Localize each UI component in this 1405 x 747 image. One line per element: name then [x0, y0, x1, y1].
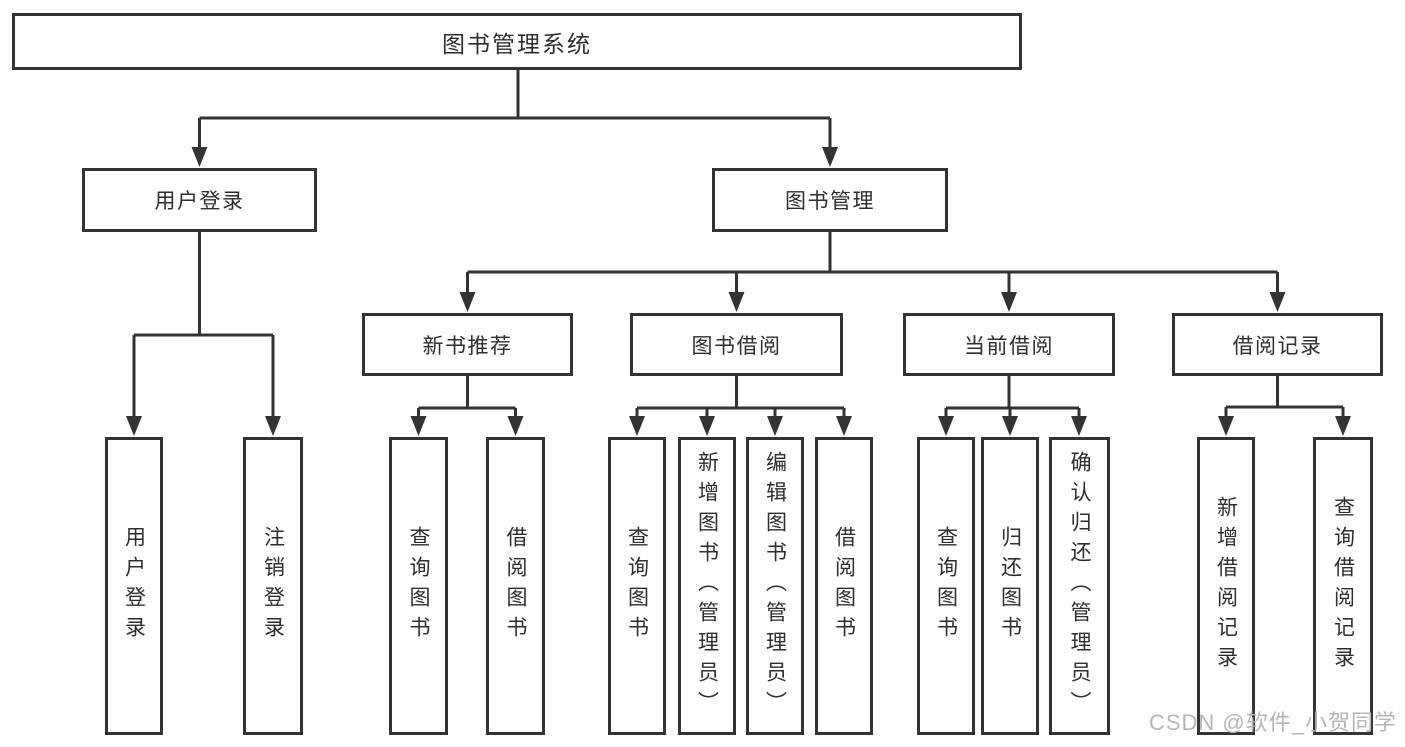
arrowhead-icon: [191, 147, 208, 167]
arrowhead-icon: [1269, 292, 1286, 312]
leaf-edit-book-admin: 编辑图书（管理员）: [746, 437, 804, 735]
arrowhead-icon: [126, 416, 142, 436]
leaf-label: 注销登录: [261, 526, 285, 646]
leaf-query-books-current: 查询图书: [917, 437, 975, 735]
leaf-label: 查询图书: [934, 526, 958, 646]
watermark: CSDN @软件_小贺同学: [1148, 710, 1397, 735]
arrowhead-icon: [1002, 416, 1018, 436]
arrowhead-icon: [265, 416, 281, 436]
node-book-management: 图书管理: [712, 168, 948, 232]
leaf-label: 查询图书: [407, 526, 430, 646]
leaf-label: 编辑图书（管理员）: [763, 451, 787, 721]
arrowhead-icon: [1071, 416, 1087, 436]
node-root-system: 图书管理系统: [12, 13, 1022, 70]
arrowhead-icon: [938, 416, 954, 436]
arrowhead-icon: [1218, 416, 1234, 436]
node-label: 当前借阅: [964, 334, 1054, 358]
arrowhead-icon: [1001, 292, 1017, 312]
node-current-borrow: 当前借阅: [903, 313, 1115, 376]
leaf-user-login: 用户登录: [105, 437, 163, 735]
leaf-confirm-return-admin: 确认归还（管理员）: [1049, 437, 1110, 735]
leaf-label: 新增借阅记录: [1214, 496, 1238, 676]
leaf-label: 借阅图书: [832, 526, 856, 646]
arrowhead-icon: [459, 292, 476, 312]
leaf-add-book-admin: 新增图书（管理员）: [678, 437, 736, 735]
arrowhead-icon: [836, 416, 852, 436]
node-user-login: 用户登录: [82, 168, 317, 232]
node-label: 图书借阅: [691, 334, 782, 358]
node-label: 借阅记录: [1232, 334, 1323, 358]
leaf-label: 借阅图书: [504, 526, 527, 646]
leaf-logout: 注销登录: [243, 437, 303, 735]
node-label: 用户登录: [154, 190, 245, 213]
leaf-label: 用户登录: [122, 526, 146, 646]
leaf-query-borrow-record: 查询借阅记录: [1313, 437, 1373, 735]
leaf-borrow-books-recommend: 借阅图书: [486, 437, 545, 735]
leaf-query-books-borrow: 查询图书: [608, 437, 666, 735]
arrowhead-icon: [1335, 416, 1351, 436]
node-label: 图书管理: [785, 190, 875, 213]
leaf-label: 确认归还（管理员）: [1068, 451, 1091, 721]
arrowhead-icon: [728, 292, 745, 312]
node-new-book-recommend: 新书推荐: [362, 313, 573, 376]
leaf-label: 查询图书: [625, 526, 649, 646]
leaf-add-borrow-record: 新增借阅记录: [1197, 437, 1255, 735]
arrowhead-icon: [410, 416, 427, 436]
leaf-return-book: 归还图书: [981, 437, 1039, 735]
leaf-borrow-books: 借阅图书: [815, 437, 873, 735]
leaf-label: 归还图书: [998, 526, 1022, 646]
connector-path: [132, 70, 1345, 418]
node-label: 图书管理系统: [442, 30, 592, 57]
leaf-query-books-recommend: 查询图书: [389, 437, 448, 735]
arrowhead-icon: [699, 416, 715, 436]
leaf-label: 新增图书（管理员）: [695, 451, 719, 721]
arrowhead-icon: [629, 416, 645, 436]
node-borrow-records: 借阅记录: [1172, 313, 1383, 376]
node-label: 新书推荐: [422, 334, 513, 358]
arrowhead-icon: [507, 416, 524, 436]
arrowhead-icon: [767, 416, 783, 436]
leaf-label: 查询借阅记录: [1331, 496, 1355, 676]
arrowhead-icon: [822, 147, 838, 167]
node-book-borrow: 图书借阅: [630, 313, 843, 376]
